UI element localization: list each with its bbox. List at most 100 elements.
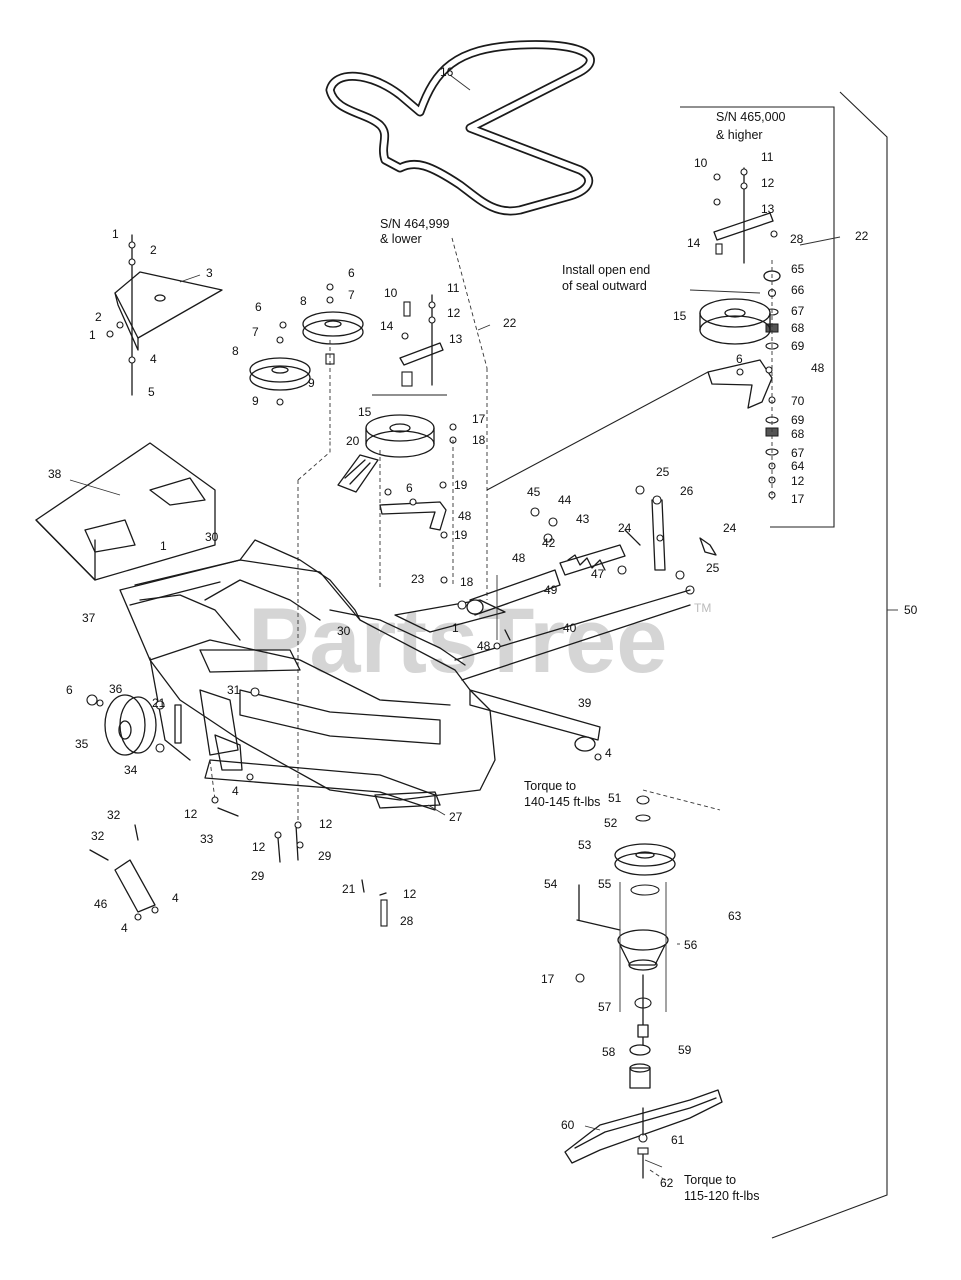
callout: 18 [460,575,474,589]
callout: 14 [687,236,701,250]
callout: 48 [458,509,472,523]
notes: S/N 465,000 & higher S/N 464,999 & lower… [380,110,786,1203]
watermark-text: PartsTree [248,590,667,692]
callout: 58 [602,1045,616,1059]
callout: 63 [728,909,742,923]
callout: 46 [94,897,108,911]
callout: 21 [342,882,356,896]
gauge-wheel-hardware [89,773,388,927]
callout: 12 [791,474,805,488]
complete-assembly-bracket [771,91,898,1239]
callout: 39 [578,696,592,710]
callout: 61 [671,1133,685,1147]
callout: 32 [107,808,121,822]
callout: 64 [791,459,805,473]
callout: 7 [348,288,355,302]
callout: 68 [791,321,805,335]
leader-lines [69,74,841,1168]
callout: 67 [791,304,805,318]
callout: 38 [48,467,62,481]
callout: 43 [576,512,590,526]
callout: 45 [527,485,541,499]
callout: 29 [251,869,265,883]
callout: 65 [791,262,805,276]
callout: 28 [790,232,804,246]
drive-belt [325,40,595,216]
callout: 26 [680,484,694,498]
callout: 53 [578,838,592,852]
callout: 30 [205,530,219,544]
callout: 51 [608,791,622,805]
callout: 30 [337,624,351,638]
callout: 1 [112,227,119,241]
callout: 24 [618,521,632,535]
note-torque-bottom-1: Torque to [684,1173,736,1187]
callout: 42 [542,536,556,550]
callout: 36 [109,682,123,696]
callout: 17 [472,412,486,426]
callout: 19 [454,528,468,542]
callout: 37 [82,611,96,625]
idler-pulleys-left [249,283,364,440]
callout: 6 [255,300,262,314]
note-sn-high-1: S/N 465,000 [716,110,786,124]
callout: 18 [472,433,486,447]
callout: 2 [95,310,102,324]
callout: 6 [348,266,355,280]
callout: 8 [232,344,239,358]
callout: 62 [660,1176,674,1190]
callout: 4 [605,746,612,760]
callout: 6 [736,352,743,366]
callout: 17 [541,972,555,986]
callout: 60 [561,1118,575,1132]
callout: 32 [91,829,105,843]
callout: 24 [723,521,737,535]
callout: 15 [673,309,687,323]
callout: 69 [791,339,805,353]
callout: 2 [150,243,157,257]
callout: 12 [319,817,333,831]
callout: 8 [300,294,307,308]
callout: 4 [172,891,179,905]
callout: 5 [148,385,155,399]
note-torque-top-2: 140-145 ft-lbs [524,795,600,809]
callout: 69 [791,413,805,427]
mower-deck [35,442,717,811]
watermark: PartsTree TM [248,590,711,692]
callout: 48 [477,639,491,653]
callout: 12 [447,306,461,320]
spindle-assembly [564,789,723,1181]
callout: 15 [358,405,372,419]
callout: 10 [694,156,708,170]
callout: 9 [308,376,315,390]
callout: 33 [200,832,214,846]
note-torque-bottom-2: 115-120 ft-lbs [684,1189,760,1203]
callout: 48 [512,551,526,565]
callout: 13 [761,202,775,216]
callout: 4 [121,921,128,935]
idler-arm-assembly-high [486,106,835,528]
callout: 27 [449,810,463,824]
callout: 10 [384,286,398,300]
callout: 11 [761,150,774,164]
callout: 6 [406,481,413,495]
callout: 40 [563,621,577,635]
callout: 47 [591,567,605,581]
idler-arm-assembly-low [337,294,457,590]
callout: 66 [791,283,805,297]
callout: 48 [811,361,825,375]
callout: 55 [598,877,612,891]
callout: 31 [227,683,241,697]
deflector-bracket-assembly [106,234,223,396]
callout: 1 [160,539,167,553]
callout: 12 [184,807,198,821]
callout: 56 [684,938,698,952]
callout: 25 [656,465,670,479]
callout: 35 [75,737,89,751]
callout: 11 [447,281,460,295]
callout: 9 [252,394,259,408]
callout: 70 [791,394,805,408]
callout: 12 [761,176,775,190]
callout: 21 [152,696,166,710]
